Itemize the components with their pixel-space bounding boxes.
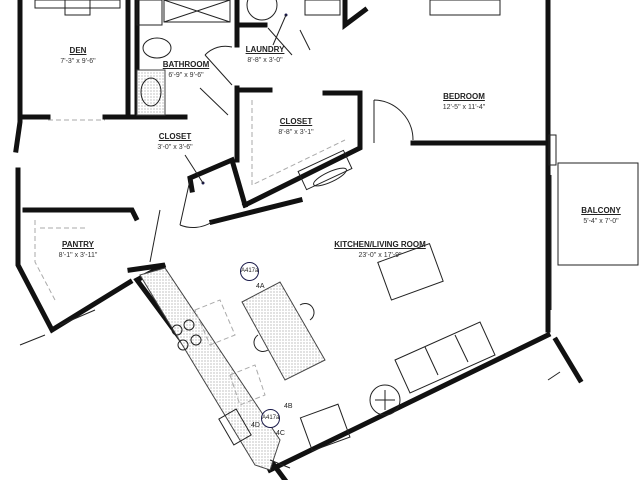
bathroom-walls [134,0,233,120]
elevation-view-label: 4D [251,422,260,429]
kitchen-counter [139,267,281,471]
room-dimensions: 6'-9" x 9'-6" [168,72,204,79]
elevation-view-label: 4A [256,283,265,290]
pantry-walls [15,167,161,334]
room-name: KITCHEN/LIVING ROOM [334,240,426,249]
closet-walls [179,85,363,229]
room-dimensions: 12'-5" x 11'-4" [442,104,486,111]
room-name: DEN [69,46,87,55]
room-label-kitchen-living: KITCHEN/LIVING ROOM 23'-0" x 17'-9" [334,240,426,259]
room-name: CLOSET [279,117,313,126]
room-dimensions: 23'-0" x 17'-9" [358,252,402,259]
elevation-view-label: 4B [284,403,293,410]
room-name: BATHROOM [162,60,210,69]
room-name: PANTRY [61,240,94,249]
bedroom-walls [373,0,557,333]
room-label-pantry: PANTRY 8'-1" x 3'-11" [59,240,98,259]
room-name: BALCONY [581,206,621,215]
room-label-closet-small: CLOSET 3'-0" x 3'-6" [157,132,192,151]
room-label-closet-large: CLOSET 8'-8" x 3'-1" [278,117,313,136]
room-dimensions: 8'-8" x 3'-1" [278,129,314,136]
room-name: LAUNDRY [245,45,285,54]
room-dimensions: 3'-0" x 3'-6" [157,144,193,151]
room-label-den: DEN 7'-3" x 9'-6" [60,46,95,65]
room-dimensions: 8'-8" x 3'-0" [247,57,283,64]
room-label-bedroom: BEDROOM 12'-5" x 11'-4" [443,92,486,111]
room-label-bathroom: BATHROOM 6'-9" x 9'-6" [163,60,210,79]
room-name: BEDROOM [443,92,485,101]
kitchen-island [241,281,326,381]
room-dimensions: 8'-1" x 3'-11" [58,252,98,259]
room-name: CLOSET [158,132,192,141]
room-dimensions: 5'-4" x 7'-0" [583,218,619,225]
room-label-laundry: LAUNDRY 8'-8" x 3'-0" [246,45,285,64]
laundry-walls [234,0,369,56]
den-walls [13,0,188,153]
living-furniture [269,242,496,469]
room-dimensions: 7'-3" x 9'-6" [60,58,96,65]
elevation-view-label: 4C [276,430,285,437]
room-label-balcony: BALCONY 5'-4" x 7'-0" [581,206,621,225]
elevation-marker-bubble[interactable]: A417a [261,409,280,428]
balcony-outline [557,162,639,266]
elevation-marker-bubble[interactable]: A417a [240,262,259,281]
